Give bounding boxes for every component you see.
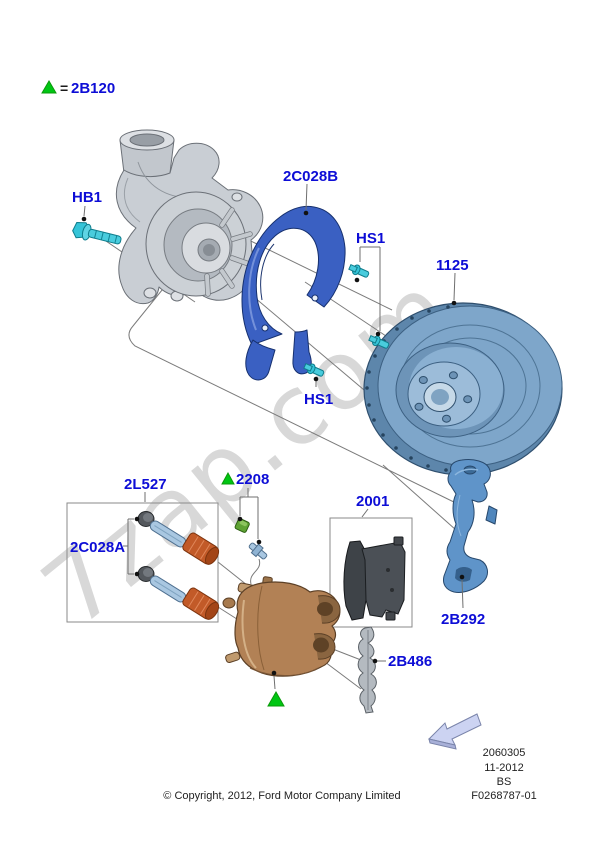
legend-note: = 2B120 xyxy=(41,80,115,97)
brake-dust-shield xyxy=(241,205,346,381)
callout-hs1-upper[interactable]: HS1 xyxy=(356,230,385,247)
steering-knuckle xyxy=(115,129,264,305)
shield-screw-1 xyxy=(348,263,370,278)
legend-equals: = xyxy=(60,80,68,96)
legend-part-code[interactable]: 2B120 xyxy=(71,80,115,97)
catalog-number: 2060305 xyxy=(483,747,526,759)
brake-rotor-part xyxy=(363,302,563,476)
rotor-stud-holes xyxy=(414,371,473,423)
guide-pin-set-1 xyxy=(137,511,220,565)
shield-screw-2 xyxy=(368,334,390,349)
figure-number: F0268787-01 xyxy=(471,790,536,802)
callout-2b292[interactable]: 2B292 xyxy=(441,611,485,628)
callout-2c028b[interactable]: 2C028B xyxy=(283,168,338,185)
callout-2l527[interactable]: 2L527 xyxy=(124,476,167,493)
note-triangle-icon-2208 xyxy=(221,471,235,485)
bleeder-cap-part xyxy=(234,518,250,533)
callout-1125[interactable]: 1125 xyxy=(436,257,469,274)
callout-2001[interactable]: 2001 xyxy=(356,493,389,510)
guide-pin-set-2 xyxy=(137,566,220,620)
wheel-studs xyxy=(204,207,253,297)
revision-date: 11-2012 xyxy=(484,762,524,774)
note-triangle-icon-caliper xyxy=(267,690,285,707)
guide-pin-kit-box xyxy=(66,502,219,623)
callout-2c028a[interactable]: 2C028A xyxy=(70,539,125,556)
caliper-bracket-part xyxy=(443,459,498,593)
note-triangle-icon-legend xyxy=(41,80,57,94)
leader-lines xyxy=(81,183,465,690)
brake-caliper-part xyxy=(222,576,341,677)
bleeder-screw-part xyxy=(248,542,268,560)
shield-screw-3 xyxy=(303,362,325,377)
copyright-text: © Copyright, 2012, Ford Motor Company Li… xyxy=(163,790,400,802)
figure-info-block: 2060305 11-2012 BS F0268787-01 xyxy=(471,747,536,802)
forward-direction-arrow-icon xyxy=(428,713,482,750)
pad-clip-part xyxy=(357,626,377,714)
market-code: BS xyxy=(497,776,512,788)
brake-pads-part xyxy=(343,536,406,621)
callout-2208[interactable]: 2208 xyxy=(236,471,269,488)
callout-hs1-lower[interactable]: HS1 xyxy=(304,391,333,408)
callout-hb1[interactable]: HB1 xyxy=(72,189,102,206)
hub-bolt-part xyxy=(72,221,122,245)
callout-2b486[interactable]: 2B486 xyxy=(388,653,432,670)
